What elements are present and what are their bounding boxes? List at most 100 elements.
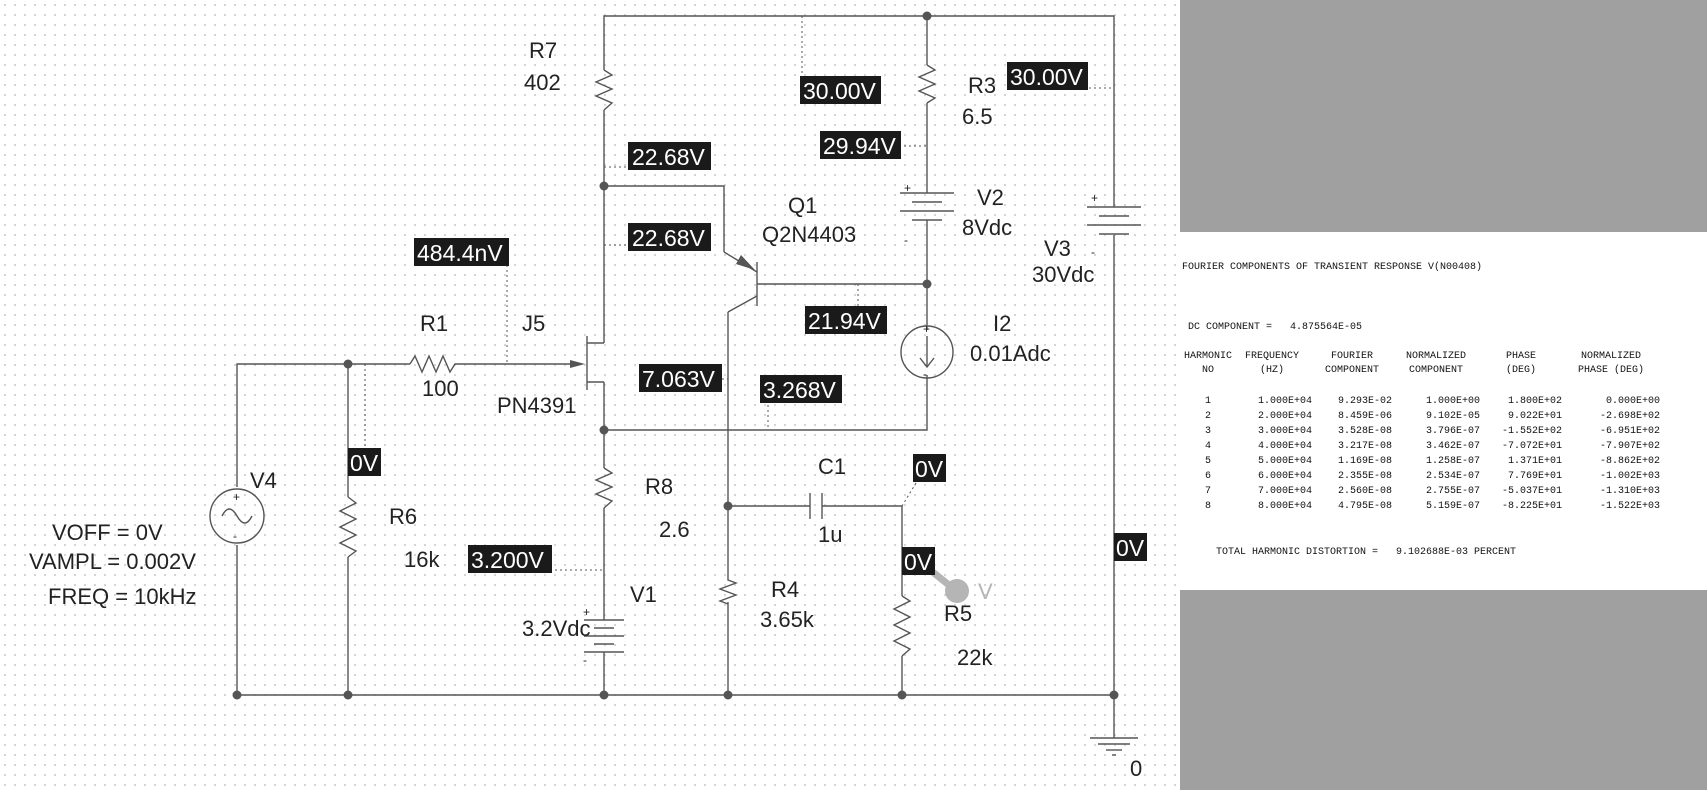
junction-dot bbox=[723, 690, 733, 700]
i2-plus: + bbox=[923, 322, 930, 336]
voltage-marker[interactable]: 484.4nV bbox=[414, 238, 509, 266]
svg-text:0V: 0V bbox=[904, 549, 933, 575]
i2-minus: - bbox=[923, 367, 927, 381]
svg-text:22.68V: 22.68V bbox=[632, 225, 706, 251]
svg-text:0V: 0V bbox=[350, 450, 379, 476]
header-phase: PHASE(DEG) bbox=[1506, 351, 1537, 376]
j5-symbol[interactable] bbox=[570, 336, 605, 390]
junction-dot bbox=[1109, 690, 1119, 700]
v2-ref: V2 bbox=[977, 185, 1004, 210]
c1-symbol[interactable] bbox=[809, 493, 823, 519]
i2-arrow-head bbox=[919, 357, 935, 369]
i2-symbol[interactable]: + - bbox=[900, 322, 954, 381]
v3-symbol[interactable]: + - bbox=[1087, 191, 1141, 259]
svg-text:0V: 0V bbox=[915, 456, 944, 482]
svg-text:0V: 0V bbox=[1116, 535, 1145, 561]
v1-plus: + bbox=[583, 605, 590, 619]
r8-symbol[interactable] bbox=[594, 467, 614, 509]
svg-text:30.00V: 30.00V bbox=[1010, 64, 1084, 90]
r3-symbol[interactable] bbox=[917, 64, 937, 104]
v1-value: 3.2Vdc bbox=[522, 616, 591, 641]
r8-ref: R8 bbox=[645, 474, 673, 499]
v2-symbol[interactable]: + - bbox=[900, 181, 954, 247]
v4-symbol[interactable]: + - bbox=[209, 488, 265, 544]
ground-icon bbox=[1090, 737, 1138, 756]
q1-emitter-arrow bbox=[736, 255, 755, 270]
schematic-canvas[interactable]: + - + - + - + - + - bbox=[0, 0, 1180, 790]
voltage-marker[interactable]: 22.68V bbox=[628, 142, 711, 170]
r3-ref: R3 bbox=[968, 73, 996, 98]
r4-value: 3.65k bbox=[760, 607, 815, 632]
svg-text:484.4nV: 484.4nV bbox=[417, 240, 503, 266]
j5-ref: J5 bbox=[522, 311, 545, 336]
table-spacer-row bbox=[1184, 382, 1660, 394]
junction-dot bbox=[232, 690, 242, 700]
junction-dot bbox=[599, 425, 609, 435]
leader bbox=[901, 482, 917, 507]
probe-tip bbox=[945, 579, 969, 603]
q1-symbol[interactable] bbox=[723, 251, 758, 313]
r1-symbol[interactable] bbox=[409, 354, 460, 374]
r6-ref: R6 bbox=[389, 504, 417, 529]
v3-minus: - bbox=[1091, 245, 1095, 259]
v4-plus: + bbox=[233, 490, 240, 504]
junction-dot bbox=[723, 501, 733, 511]
r8-value: 2.6 bbox=[659, 517, 690, 542]
voltage-marker[interactable]: 21.94V bbox=[805, 306, 887, 334]
voltage-marker[interactable]: 7.063V bbox=[639, 364, 722, 392]
r4-symbol[interactable] bbox=[718, 576, 738, 605]
r6-symbol[interactable] bbox=[338, 496, 358, 558]
v4-param-vampl: VAMPL = 0.002V bbox=[29, 549, 196, 574]
r7-symbol[interactable] bbox=[594, 69, 614, 111]
v3-plus: + bbox=[1091, 191, 1098, 205]
r4-ref: R4 bbox=[771, 577, 799, 602]
q1-collector-lead bbox=[727, 295, 758, 313]
wires bbox=[236, 15, 1115, 738]
voltage-marker[interactable]: 0V bbox=[348, 448, 381, 476]
v1-symbol[interactable]: + - bbox=[583, 605, 624, 667]
i2-circle bbox=[900, 325, 954, 379]
r5-value: 22k bbox=[957, 645, 993, 670]
voltage-marker[interactable]: 0V bbox=[902, 547, 935, 575]
svg-text:22.68V: 22.68V bbox=[632, 144, 706, 170]
voltage-marker[interactable]: 0V bbox=[913, 454, 946, 482]
voltage-marker[interactable]: 29.94V bbox=[820, 131, 901, 159]
i2-ref: I2 bbox=[993, 311, 1011, 336]
fourier-output-window[interactable]: FOURIER COMPONENTS OF TRANSIENT RESPONSE… bbox=[1180, 232, 1707, 590]
v4-param-voff: VOFF = 0V bbox=[52, 520, 163, 545]
q1-ref: Q1 bbox=[788, 193, 817, 218]
output-title: FOURIER COMPONENTS OF TRANSIENT RESPONSE… bbox=[1182, 262, 1483, 273]
v4-ref: V4 bbox=[250, 468, 277, 493]
voltage-marker[interactable]: 3.200V bbox=[468, 545, 552, 573]
r5-ref: R5 bbox=[944, 601, 972, 626]
svg-text:21.94V: 21.94V bbox=[808, 308, 882, 334]
thd-line: TOTAL HARMONIC DISTORTION = 9.102688E-03… bbox=[1216, 547, 1517, 558]
voltage-marker[interactable]: 0V bbox=[1114, 533, 1147, 561]
v4-param-freq: FREQ = 10kHz bbox=[48, 584, 197, 609]
voltage-marker[interactable]: 3.268V bbox=[760, 375, 842, 403]
v1-minus: - bbox=[583, 653, 587, 667]
voltage-marker[interactable]: 30.00V bbox=[1007, 62, 1088, 90]
svg-text:3.268V: 3.268V bbox=[763, 377, 837, 403]
v3-ref: V3 bbox=[1044, 236, 1071, 261]
junction-dot bbox=[599, 690, 609, 700]
r5-symbol[interactable] bbox=[892, 595, 912, 657]
probe-label: V bbox=[978, 579, 993, 604]
i2-value: 0.01Adc bbox=[970, 341, 1051, 366]
r1-ref: R1 bbox=[420, 311, 448, 336]
junction-dot bbox=[343, 359, 353, 369]
voltage-marker[interactable]: 22.68V bbox=[628, 223, 711, 251]
output-panel: FOURIER COMPONENTS OF TRANSIENT RESPONSE… bbox=[1180, 0, 1707, 790]
voltage-marker[interactable]: 30.00V bbox=[800, 76, 881, 104]
svg-text:7.063V: 7.063V bbox=[642, 366, 716, 392]
